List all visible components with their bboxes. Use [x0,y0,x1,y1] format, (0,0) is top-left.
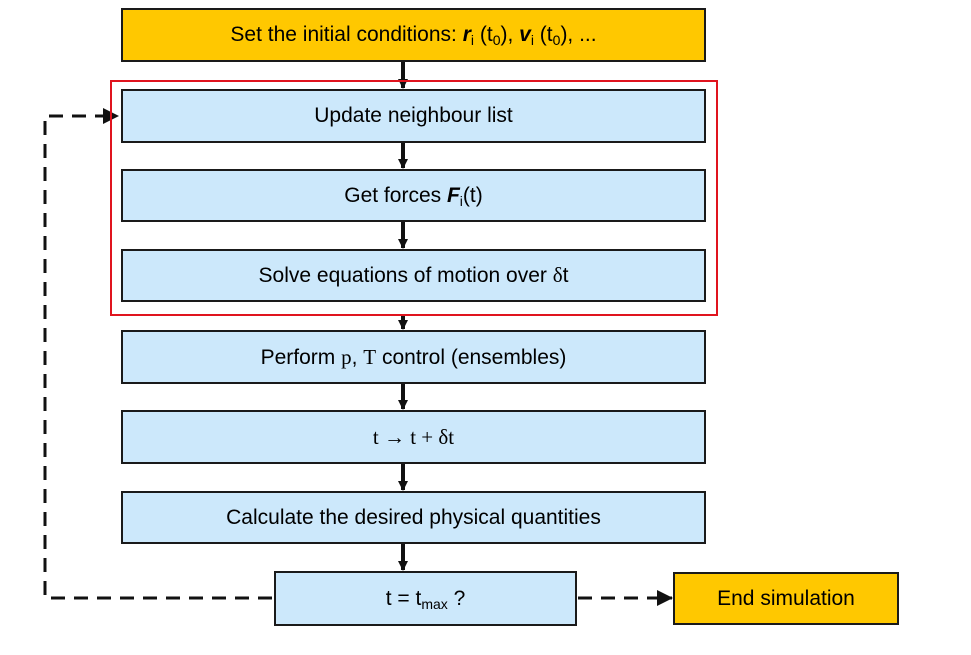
init-v-symbol: v [519,23,531,46]
calculate-label: Calculate the desired physical quantitie… [226,505,601,529]
init-v-arg-sub: 0 [552,32,561,48]
forces-prefix: Get forces [344,183,447,207]
forces-label: Get forces Fi(t) [344,184,482,208]
motion-label: Solve equations of motion over δt [259,263,569,288]
init-r-arg-close: ), [500,23,520,46]
node-update-neighbour-list: Update neighbour list [121,89,706,143]
forces-symbol: F [446,183,460,207]
control-sep: , [351,345,364,369]
loop-core-highlight [110,80,718,316]
control-prefix: Perform [260,345,342,369]
motion-prefix: Solve equations of motion over [258,264,553,287]
node-get-forces: Get forces Fi(t) [121,169,706,222]
init-r-arg-open: (t [474,23,493,46]
check-prefix: t = t [385,586,422,610]
init-r-sub: i [470,32,475,48]
node-end-simulation: End simulation [673,572,899,625]
motion-delta: δ [552,263,563,287]
node-check-tmax: t = tmax ? [274,571,577,626]
node-solve-equations: Solve equations of motion over δt [121,249,706,302]
node-perform-control: Perform p, T control (ensembles) [121,330,706,384]
node-initial-conditions: Set the initial conditions: ri (t0), vi … [121,8,706,62]
control-p: p [341,344,352,369]
init-v-sub: i [530,32,534,48]
dashed-loop-arrow [43,108,272,600]
timestep-label: t → t + δt [372,424,455,449]
control-label: Perform p, T control (ensembles) [261,345,567,370]
end-label: End simulation [717,586,855,610]
node-calculate-quantities: Calculate the desired physical quantitie… [121,491,706,544]
check-suffix: ? [447,586,466,610]
init-prefix: Set the initial conditions: [230,23,463,46]
motion-suffix: t [562,264,569,287]
check-sub: max [421,595,448,612]
control-suffix: control (ensembles) [376,345,567,369]
init-r-symbol: r [462,23,471,46]
forces-sub: i [459,192,463,209]
neighbour-label: Update neighbour list [314,104,513,127]
control-T: T [363,344,377,369]
check-label: t = tmax ? [386,587,466,611]
forces-suffix: (t) [462,183,483,207]
node-time-step: t → t + δt [121,410,706,464]
initial-conditions-label: Set the initial conditions: ri (t0), vi … [230,23,596,47]
init-v-arg-close: ), ... [560,23,597,46]
init-v-arg-open: (t [533,23,553,46]
init-r-arg-sub: 0 [492,32,501,48]
